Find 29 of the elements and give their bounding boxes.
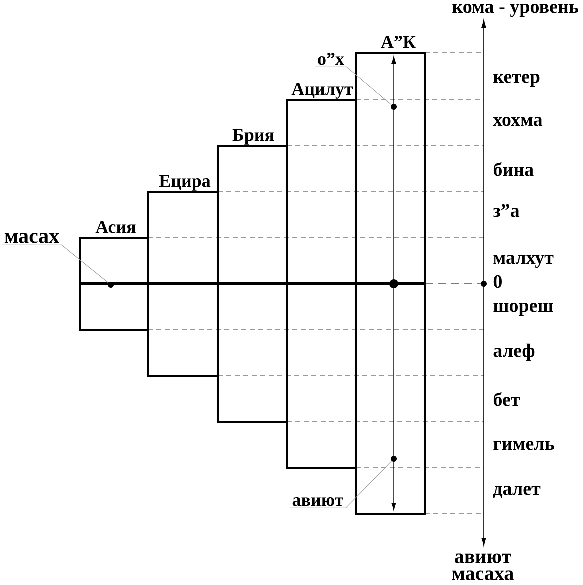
node-label: Асия (96, 221, 136, 234)
column-box: А”К (355, 36, 426, 515)
callout-label: масах (4, 233, 60, 244)
scale-label: гимель (494, 441, 554, 450)
node-label: Ецира (159, 175, 211, 191)
leader-line (2, 244, 109, 284)
scale-label: 0 (494, 275, 502, 288)
scale-label: з”а (493, 204, 520, 218)
scale-label: шореш (494, 303, 554, 316)
node-label: Брия (232, 129, 274, 145)
leader-line (290, 461, 392, 508)
scale-label: кетер (494, 74, 540, 88)
scale-label: малхут (494, 255, 554, 268)
column-box: Ацилут (286, 83, 357, 469)
callout-label: авиют (292, 498, 344, 506)
scale-label: далет (493, 486, 541, 498)
scale-label: хохма (493, 117, 543, 126)
column-box: Ецира (147, 175, 219, 377)
node-label: А”К (381, 36, 416, 48)
scale-label: алеф (494, 344, 535, 362)
column-box: Брия (217, 129, 288, 423)
axis-label: авиют масаха (452, 554, 514, 580)
node-label: Ацилут (292, 83, 354, 99)
leader-line (315, 66, 392, 106)
scale-label: бина (494, 162, 534, 176)
callout-label: о”х (318, 53, 344, 66)
axis-label: кома - уровень (452, 4, 578, 18)
scale-label: бет (494, 392, 520, 406)
column-box: Асия (79, 221, 149, 331)
